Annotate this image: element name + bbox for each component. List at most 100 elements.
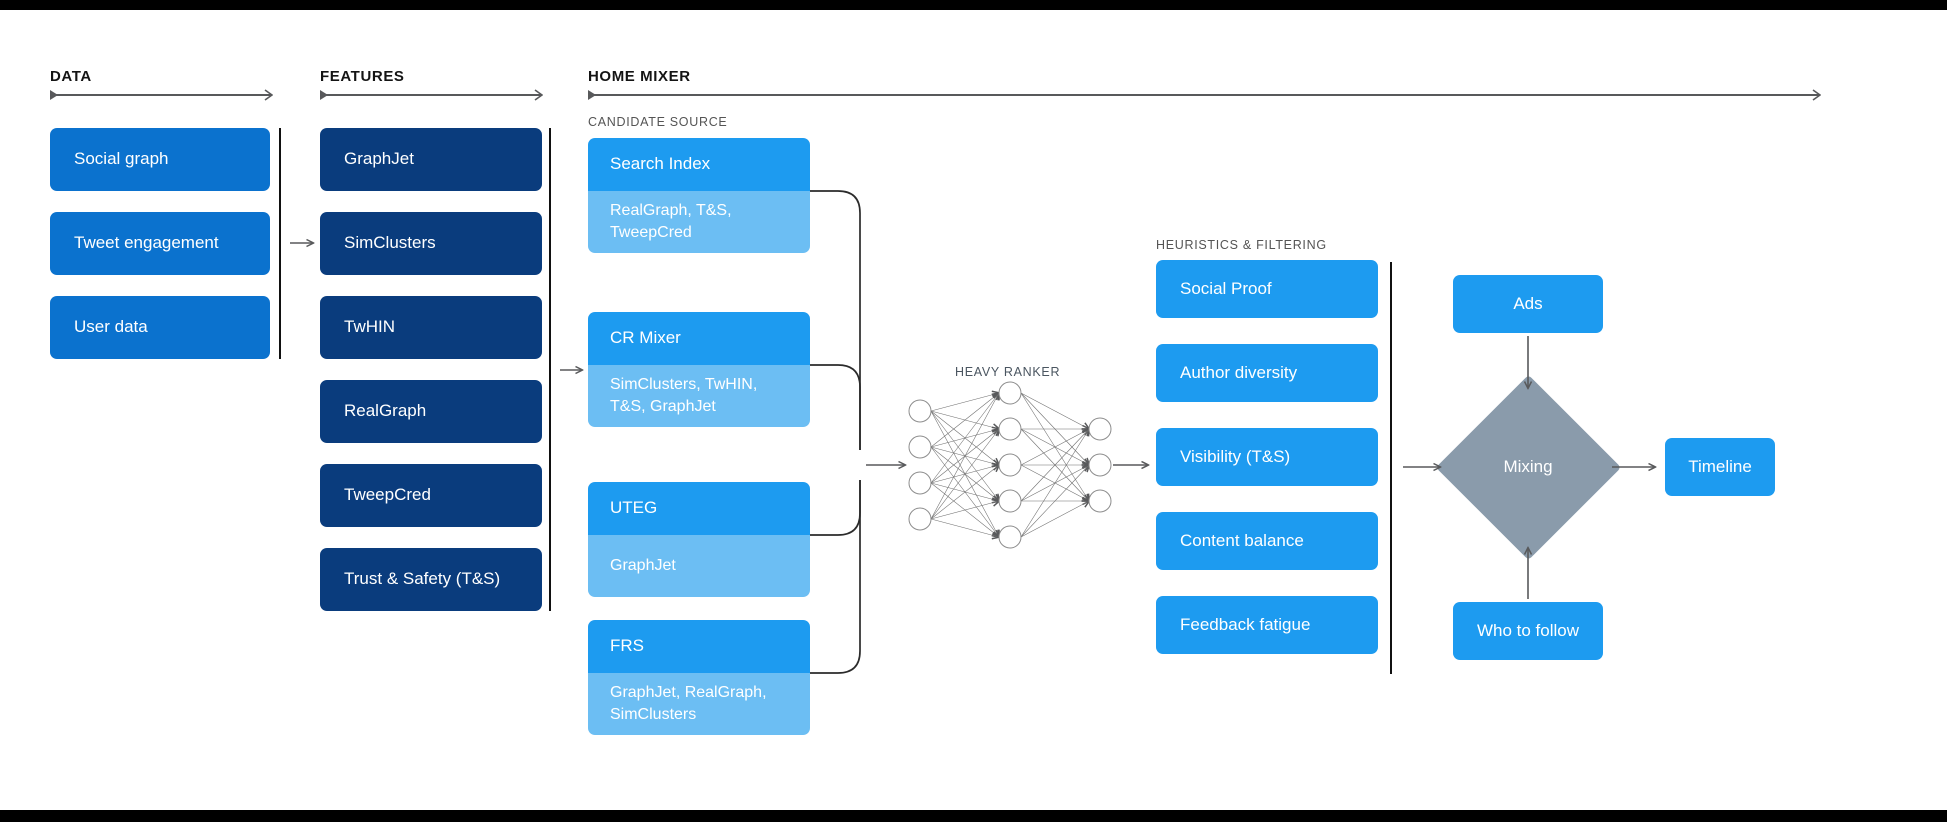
feature-box-twhin[interactable]: TwHIN: [320, 296, 542, 359]
nn-edge: [930, 446, 999, 501]
heuristic-box-content-balance[interactable]: Content balance: [1156, 512, 1378, 570]
mixing-diamond-label: Mixing: [1503, 457, 1553, 476]
output-box-timeline[interactable]: Timeline: [1665, 438, 1775, 496]
nn-edge: [930, 429, 999, 448]
output-box-ads[interactable]: Ads: [1453, 275, 1603, 333]
label-heuristics-filtering: HEURISTICS & FILTERING: [1156, 238, 1327, 252]
nn-edge: [1020, 465, 1089, 538]
nn-edge: [930, 482, 999, 537]
nn-edge: [930, 393, 999, 520]
heuristic-box-social-proof[interactable]: Social Proof: [1156, 260, 1378, 318]
nn-edge: [930, 446, 999, 537]
label-candidate-source: CANDIDATE SOURCE: [588, 115, 728, 129]
nn-node: [998, 525, 1022, 549]
candidate-source-cr-mixer[interactable]: CR Mixer SimClusters, TwHIN,T&S, GraphJe…: [588, 312, 810, 427]
divider-data-features: [279, 128, 281, 359]
section-arrow-features: [320, 89, 543, 101]
nn-edge: [930, 410, 999, 429]
heuristic-box-label: Social Proof: [1180, 278, 1272, 298]
nn-edge: [1020, 429, 1089, 538]
nn-edge: [930, 501, 999, 520]
connector-overlay: [290, 190, 1947, 674]
feature-box-realgraph[interactable]: RealGraph: [320, 380, 542, 443]
output-box-who-to-follow[interactable]: Who to follow: [1453, 602, 1603, 660]
nn-edge: [930, 465, 999, 484]
feature-box-label: TwHIN: [344, 317, 395, 337]
candidate-source-title: UTEG: [610, 498, 658, 518]
section-header-features: FEATURES: [320, 68, 405, 85]
label-heavy-ranker: HEAVY RANKER: [955, 365, 1061, 379]
candidate-source-features: GraphJet: [610, 557, 676, 575]
candidate-merge-curves: [810, 190, 861, 674]
nn-edge: [930, 518, 999, 537]
heuristic-box-author-diversity[interactable]: Author diversity: [1156, 344, 1378, 402]
data-box-label: Social graph: [74, 149, 169, 169]
nn-edge: [930, 410, 999, 465]
data-box-social-graph[interactable]: Social graph: [50, 128, 270, 191]
feature-box-tweepcred[interactable]: TweepCred: [320, 464, 542, 527]
nn-node: [998, 489, 1022, 513]
feature-box-label: GraphJet: [344, 149, 414, 169]
nn-edge: [1020, 428, 1089, 501]
heuristic-box-label: Author diversity: [1180, 362, 1298, 382]
nn-node: [1088, 489, 1112, 513]
candidate-source-title: FRS: [610, 636, 644, 656]
data-box-tweet-engagement[interactable]: Tweet engagement: [50, 212, 270, 275]
heavy-ranker-neural-network: [908, 381, 1112, 549]
nn-node: [998, 417, 1022, 441]
nn-edge: [1020, 501, 1089, 538]
nn-edge: [930, 465, 999, 520]
heuristic-box-label: Content balance: [1180, 530, 1304, 550]
nn-edge: [1020, 392, 1089, 501]
nn-node: [1088, 453, 1112, 477]
feature-box-graphjet[interactable]: GraphJet: [320, 128, 542, 191]
candidate-source-title: Search Index: [610, 154, 711, 174]
letterbox-top: [0, 0, 1947, 10]
data-box-label: User data: [74, 317, 148, 337]
nn-node: [908, 435, 932, 459]
nn-edge: [1020, 465, 1089, 502]
nn-node: [998, 453, 1022, 477]
feature-box-simclusters[interactable]: SimClusters: [320, 212, 542, 275]
nn-edge: [1020, 392, 1089, 465]
data-box-label: Tweet engagement: [74, 233, 219, 253]
nn-node: [908, 399, 932, 423]
heuristic-box-visibility[interactable]: Visibility (T&S): [1156, 428, 1378, 486]
nn-node: [998, 381, 1022, 405]
feature-box-label: RealGraph: [344, 401, 427, 421]
nn-edge: [1020, 429, 1089, 502]
nn-edge: [1020, 428, 1089, 465]
section-arrow-home-mixer: [588, 89, 1821, 101]
heuristic-box-label: Visibility (T&S): [1180, 446, 1291, 466]
heuristic-box-feedback-fatigue[interactable]: Feedback fatigue: [1156, 596, 1378, 654]
nn-edge: [1020, 429, 1089, 466]
section-arrow-data: [50, 89, 273, 101]
output-box-label: Who to follow: [1476, 620, 1580, 640]
nn-edge: [930, 393, 999, 412]
candidate-source-uteg[interactable]: UTEG GraphJet: [588, 482, 810, 597]
nn-edge: [1020, 464, 1089, 501]
nn-edge: [1020, 392, 1089, 429]
candidate-source-features: GraphJet, RealGraph,SimClusters: [610, 684, 767, 723]
output-box-label: Timeline: [1688, 456, 1752, 476]
feature-box-label: Trust & Safety (T&S): [344, 569, 501, 589]
section-header-home-mixer: HOME MIXER: [588, 68, 691, 85]
feature-box-trust-safety[interactable]: Trust & Safety (T&S): [320, 548, 542, 611]
candidate-source-frs[interactable]: FRS GraphJet, RealGraph,SimClusters: [588, 620, 810, 735]
nn-node: [1088, 417, 1112, 441]
candidate-source-search-index[interactable]: Search Index RealGraph, T&S,TweepCred: [588, 138, 810, 253]
nn-edge: [930, 429, 999, 520]
nn-node: [908, 471, 932, 495]
data-box-user-data[interactable]: User data: [50, 296, 270, 359]
nn-edge: [930, 446, 999, 465]
letterbox-bottom: [0, 810, 1947, 822]
candidate-source-features: RealGraph, T&S,TweepCred: [610, 202, 732, 241]
divider-heuristics-mixing: [1390, 262, 1392, 674]
nn-node: [908, 507, 932, 531]
nn-edge: [930, 393, 999, 484]
nn-edge: [930, 410, 999, 501]
divider-features-homemixer: [549, 128, 551, 611]
nn-edge: [930, 410, 999, 537]
candidate-source-features: SimClusters, TwHIN,T&S, GraphJet: [610, 376, 758, 415]
nn-edge: [930, 393, 999, 448]
